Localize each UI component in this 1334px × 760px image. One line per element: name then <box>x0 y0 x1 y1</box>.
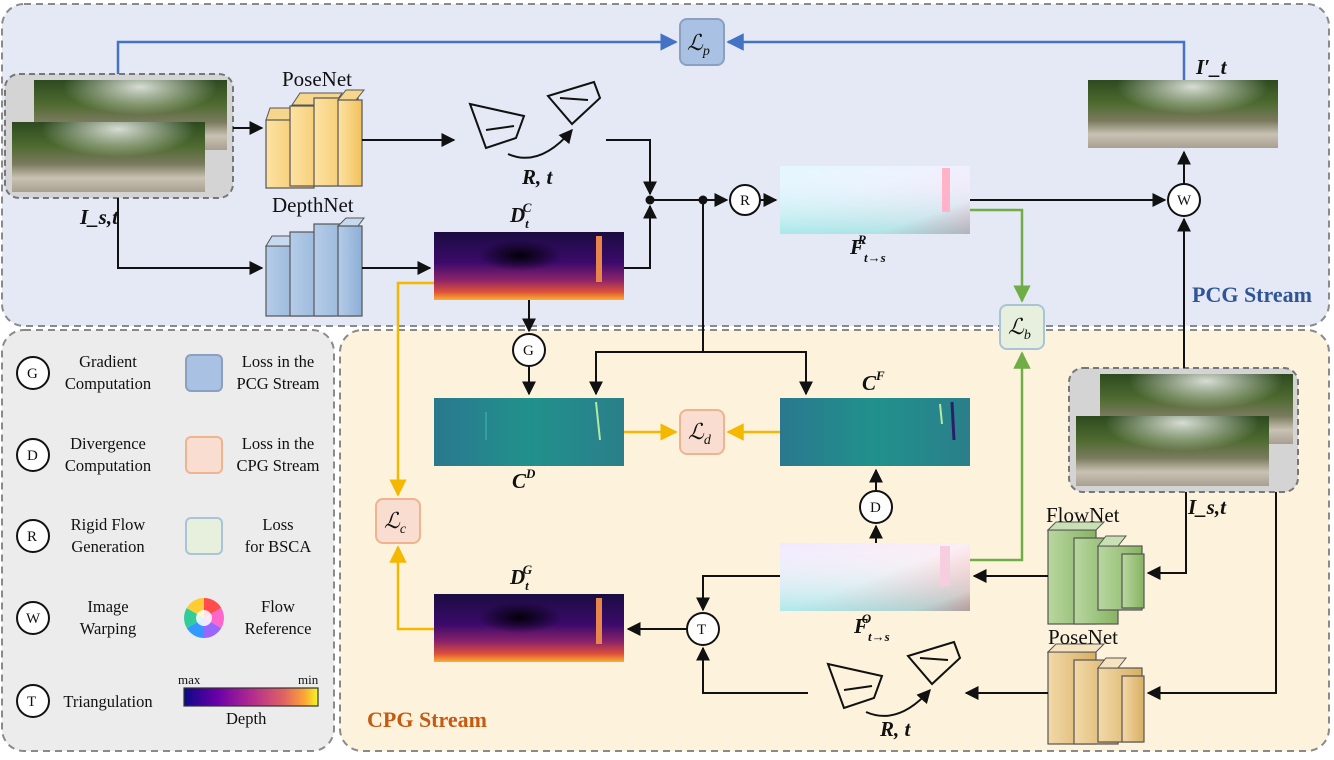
loss-d-box: ℒd <box>679 409 725 455</box>
svg-text:PCG Stream: PCG Stream <box>237 374 320 393</box>
junction-dot-2 <box>698 195 708 205</box>
optical-flow-label: Ft→sO <box>853 611 890 644</box>
legend-item-triangulation: T Triangulation <box>16 684 153 718</box>
legend-item-gradient: G Gradient Computation <box>16 352 151 393</box>
svg-text:R: R <box>740 193 750 209</box>
svg-text:Flow: Flow <box>261 597 295 616</box>
svg-text:Divergence: Divergence <box>70 434 146 453</box>
svg-text:max: max <box>178 672 201 687</box>
input-image-right <box>1068 367 1299 493</box>
svg-text:Rigid Flow: Rigid Flow <box>71 515 146 534</box>
svg-text:T: T <box>697 622 706 638</box>
svg-text:Image: Image <box>87 597 128 616</box>
posenet-top-block <box>265 89 366 189</box>
svg-text:Loss in the: Loss in the <box>242 434 314 453</box>
svg-text:D: D <box>870 500 881 516</box>
depth-map-c-label: DtC <box>509 200 532 231</box>
loss-p-box: ℒp <box>679 18 725 66</box>
optical-flow-map <box>780 543 970 611</box>
arrows-blue <box>116 33 1186 80</box>
cpg-stream-label: CPG Stream <box>367 707 487 732</box>
svg-text:G: G <box>27 366 38 382</box>
svg-text:ℒp: ℒp <box>687 30 710 59</box>
svg-text:G: G <box>523 343 534 359</box>
flow-color-wheel-icon <box>184 598 224 638</box>
svg-text:ℒd: ℒd <box>688 419 712 448</box>
svg-text:ℒb: ℒb <box>1008 314 1031 343</box>
legend-item-warping: W Image Warping <box>16 597 136 638</box>
svg-text:W: W <box>1177 193 1192 209</box>
legend-region <box>1 329 335 752</box>
svg-text:ℒc: ℒc <box>384 508 407 537</box>
c-d-label: CD <box>512 466 536 493</box>
svg-text:Warping: Warping <box>80 619 136 638</box>
legend-item-bsca-loss: Loss for BSCA <box>185 515 312 556</box>
rigid-flow-map <box>780 166 970 234</box>
legend-item-flow-reference: Flow Reference <box>184 597 311 638</box>
svg-text:Gradient: Gradient <box>79 352 137 371</box>
posenet-top-label: PoseNet <box>282 67 352 91</box>
svg-text:R: R <box>27 529 37 545</box>
camera-pose-icons-top <box>468 80 602 159</box>
pose-top-label: R, t <box>521 165 554 189</box>
posenet-bottom-block <box>1046 643 1145 745</box>
legend-item-pcg-loss: Loss in the PCG Stream <box>185 352 320 393</box>
rigid-flow-label: Ft→sR <box>849 232 886 265</box>
depth-map-g-label: DtG <box>509 562 533 593</box>
depth-colorbar: max min Depth <box>178 672 319 728</box>
junction-dot-1 <box>645 195 655 205</box>
svg-text:CPG Stream: CPG Stream <box>237 456 320 475</box>
operator-r: R <box>729 184 761 216</box>
arrows-yellow <box>389 281 780 631</box>
legend: G Gradient Computation D Divergence Comp… <box>16 352 320 728</box>
svg-text:Depth: Depth <box>226 709 267 728</box>
legend-item-rigid-flow: R Rigid Flow Generation <box>16 515 146 556</box>
loss-c-box: ℒc <box>375 498 421 544</box>
pcg-stream-label: PCG Stream <box>1192 282 1312 307</box>
depth-map-g <box>434 594 624 662</box>
posenet-bottom-label: PoseNet <box>1048 625 1118 649</box>
depthnet-block <box>265 217 365 317</box>
operator-g: G <box>512 333 546 367</box>
camera-pose-icons-bottom <box>826 640 962 717</box>
svg-text:Loss: Loss <box>262 515 293 534</box>
arrows-black <box>117 121 1277 700</box>
svg-text:D: D <box>27 448 38 464</box>
svg-text:Reference: Reference <box>245 619 312 638</box>
input-image-right-label: I_s,t <box>1187 495 1227 519</box>
legend-item-divergence: D Divergence Computation <box>16 434 151 475</box>
arrows-green <box>970 208 1031 562</box>
c-f-map <box>780 398 970 466</box>
c-f-label: CF <box>862 368 885 395</box>
flownet-block <box>1046 521 1145 625</box>
svg-text:min: min <box>298 672 319 687</box>
operator-t: T <box>686 612 720 646</box>
operator-w: W <box>1167 183 1201 217</box>
svg-text:Computation: Computation <box>65 456 151 475</box>
input-image-top <box>4 73 234 199</box>
c-d-map <box>434 398 624 466</box>
svg-text:T: T <box>27 694 36 710</box>
svg-text:for BSCA: for BSCA <box>245 537 312 556</box>
legend-item-cpg-loss: Loss in the CPG Stream <box>185 434 320 475</box>
warped-image <box>1088 80 1278 148</box>
warped-image-label: I′_t <box>1195 55 1228 79</box>
loss-b-box: ℒb <box>999 304 1045 350</box>
depth-map-c <box>434 232 624 300</box>
depthnet-label: DepthNet <box>272 193 354 217</box>
svg-text:W: W <box>26 611 41 627</box>
input-image-top-label: I_s,t <box>79 205 119 229</box>
svg-text:Generation: Generation <box>71 537 144 556</box>
svg-text:Loss in the: Loss in the <box>242 352 314 371</box>
operator-d: D <box>859 490 893 524</box>
pose-bottom-label: R, t <box>879 717 912 741</box>
svg-text:Computation: Computation <box>65 374 151 393</box>
svg-text:Triangulation: Triangulation <box>63 692 152 711</box>
flownet-label: FlowNet <box>1046 503 1120 527</box>
